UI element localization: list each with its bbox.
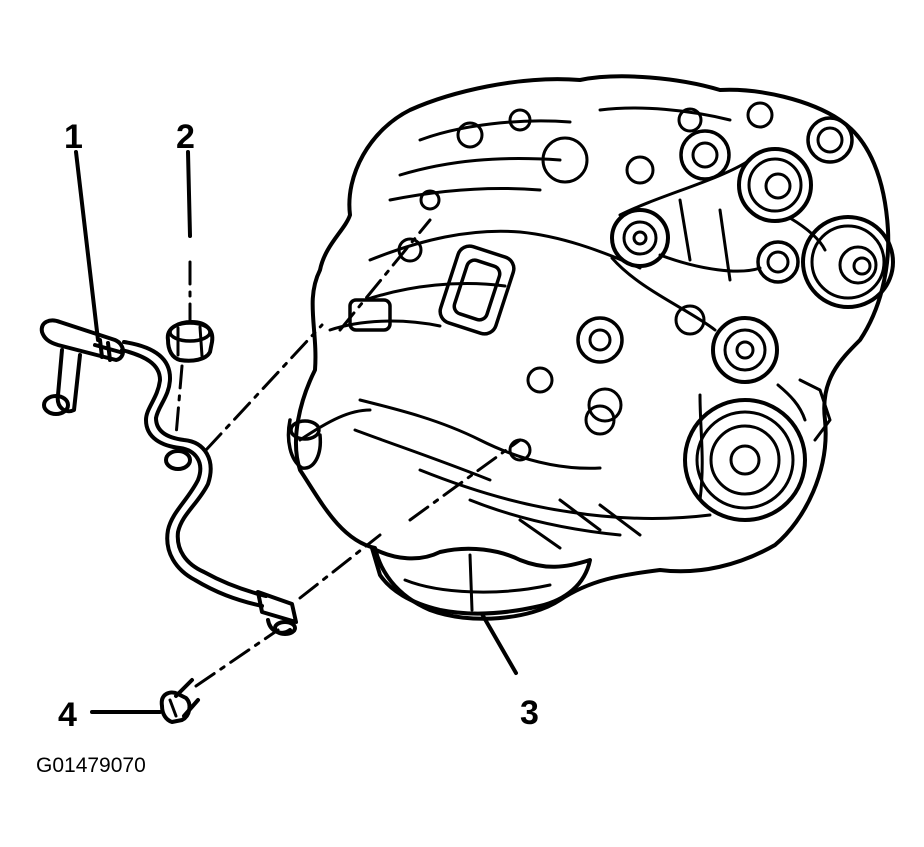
callout-4: 4 (58, 696, 77, 734)
leader-line-3 (480, 612, 518, 675)
nut (165, 320, 215, 363)
oil-pan (370, 546, 592, 616)
pipe (120, 348, 264, 608)
pipe-bracket (256, 590, 298, 636)
leader-lines (74, 150, 518, 714)
callout-1: 1 (64, 118, 83, 156)
pipe-assembly (39, 318, 298, 636)
leader-line-1 (74, 150, 100, 342)
callout-2: 2 (176, 118, 195, 156)
pipe-fitting (39, 318, 125, 416)
figure-id: G01479070 (36, 754, 146, 777)
alignment-lines (174, 218, 522, 688)
engine-assembly (286, 74, 895, 621)
bolt (159, 678, 200, 724)
engine-outline (293, 74, 891, 621)
pulley-group (576, 116, 895, 522)
leader-line-2 (186, 150, 192, 238)
callout-3: 3 (520, 694, 539, 732)
